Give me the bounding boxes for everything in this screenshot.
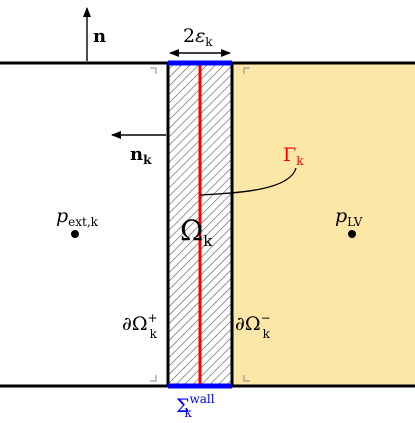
p-lv-point <box>348 230 356 238</box>
thickness-label: 2εk <box>183 25 213 49</box>
corner-tick-top-right <box>243 67 250 74</box>
omega-label: Ωk <box>180 214 213 250</box>
d-omega-minus-label: ∂Ω−k <box>235 311 271 341</box>
lv-domain <box>232 63 415 386</box>
normal-nk-label: nk <box>130 144 152 167</box>
corner-tick-bottom-right <box>243 375 250 382</box>
gamma-label: Γk <box>283 144 304 168</box>
normal-n-label: n <box>93 26 106 47</box>
p-ext-label: pext,k <box>56 205 99 229</box>
corner-tick-top-left <box>150 67 157 74</box>
p-ext-point <box>71 230 79 238</box>
gamma-leader-curve <box>199 167 297 196</box>
d-omega-plus-label: ∂Ω+k <box>122 311 158 341</box>
p-lv-label: pLV <box>335 205 363 229</box>
corner-tick-bottom-left <box>150 375 157 382</box>
